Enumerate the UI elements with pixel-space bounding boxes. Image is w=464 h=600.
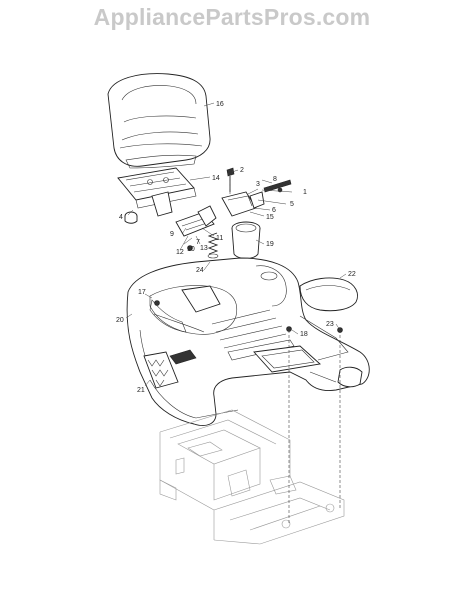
callout-labels: 16 14 4 2 3 8 1 5 6 15 7 9 10 12 13 11 1… [116,101,356,394]
cup-holder[interactable] [231,221,261,259]
callout-8: 8 [273,176,277,183]
callout-24: 24 [196,267,204,274]
callout-12: 12 [176,249,184,256]
callout-5: 5 [290,201,294,208]
step-plate[interactable] [143,351,179,389]
seat-hinge-bracket[interactable] [175,205,217,237]
callout-leaders [125,102,347,387]
callout-19: 19 [266,241,274,248]
watermark-text: AppliancePartsPros.com [93,4,371,30]
callout-13: 13 [200,245,208,252]
body-fender[interactable] [126,257,370,426]
callout-14: 14 [212,175,220,182]
callout-4: 4 [119,214,123,221]
callout-18: 18 [300,331,308,338]
callout-15: 15 [266,214,274,221]
callout-17: 17 [138,289,146,296]
callout-6: 6 [272,207,276,214]
callout-16: 16 [216,101,224,108]
seat-cushion[interactable] [107,73,211,169]
fender-extension[interactable] [299,277,358,312]
callout-21: 21 [137,387,145,394]
seat-pan-bracket[interactable] [117,167,197,217]
callout-22: 22 [348,271,356,278]
seat-adjust-knob[interactable] [124,211,138,224]
callout-1: 1 [303,189,307,196]
callout-9: 9 [170,231,174,238]
callout-11: 11 [216,235,223,242]
nut-11[interactable] [187,245,193,251]
callout-7: 7 [196,239,200,246]
callout-10: 10 [187,246,195,253]
tractor-frame [159,409,345,545]
callout-2: 2 [240,167,244,174]
callout-20: 20 [116,317,124,324]
seat-pivot-bracket[interactable] [221,179,292,217]
screw-18[interactable] [286,326,292,332]
callout-3: 3 [256,181,260,188]
callout-23: 23 [326,321,334,328]
screw-17[interactable] [154,300,160,306]
